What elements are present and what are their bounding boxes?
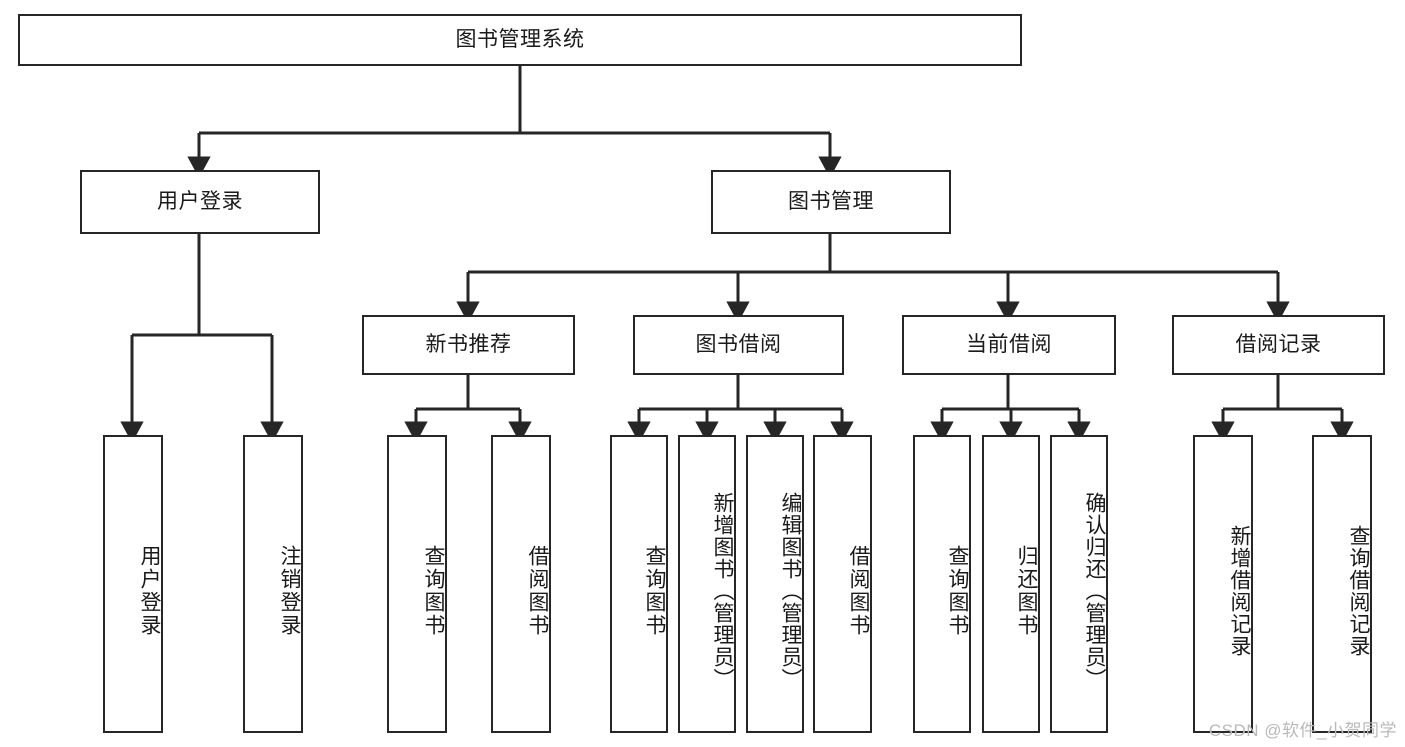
leaf-current-borrow-query-book[interactable]: 查询图书 xyxy=(913,435,971,733)
node-root-book-management-system[interactable]: 图书管理系统 xyxy=(18,14,1022,66)
leaf-user-login-login[interactable]: 用户登录 xyxy=(103,435,163,733)
csdn-watermark: CSDN @软件_小贺同学 xyxy=(1208,721,1397,740)
leaf-current-borrow-confirm-return-admin[interactable]: 确认归还（管理员） xyxy=(1050,435,1108,733)
leaf-book-borrow-query-book[interactable]: 查询图书 xyxy=(610,435,668,733)
leaf-new-book-borrow-book[interactable]: 借阅图书 xyxy=(491,435,551,733)
node-book-borrow[interactable]: 图书借阅 xyxy=(633,315,844,375)
leaf-new-book-query-book[interactable]: 查询图书 xyxy=(387,435,447,733)
leaf-book-borrow-edit-book-admin[interactable]: 编辑图书（管理员） xyxy=(746,435,804,733)
leaf-borrow-record-query-record[interactable]: 查询借阅记录 xyxy=(1312,435,1372,733)
leaf-current-borrow-return-book[interactable]: 归还图书 xyxy=(982,435,1040,733)
leaf-borrow-record-add-record[interactable]: 新增借阅记录 xyxy=(1193,435,1253,733)
node-book-management[interactable]: 图书管理 xyxy=(711,170,951,234)
leaf-book-borrow-add-book-admin[interactable]: 新增图书（管理员） xyxy=(678,435,736,733)
node-borrow-record[interactable]: 借阅记录 xyxy=(1172,315,1385,375)
node-new-book-recommend[interactable]: 新书推荐 xyxy=(362,315,575,375)
leaf-book-borrow-borrow-book[interactable]: 借阅图书 xyxy=(813,435,872,733)
leaf-user-login-logout[interactable]: 注销登录 xyxy=(243,435,303,733)
node-current-borrow[interactable]: 当前借阅 xyxy=(902,315,1116,375)
node-user-login[interactable]: 用户登录 xyxy=(80,170,320,234)
